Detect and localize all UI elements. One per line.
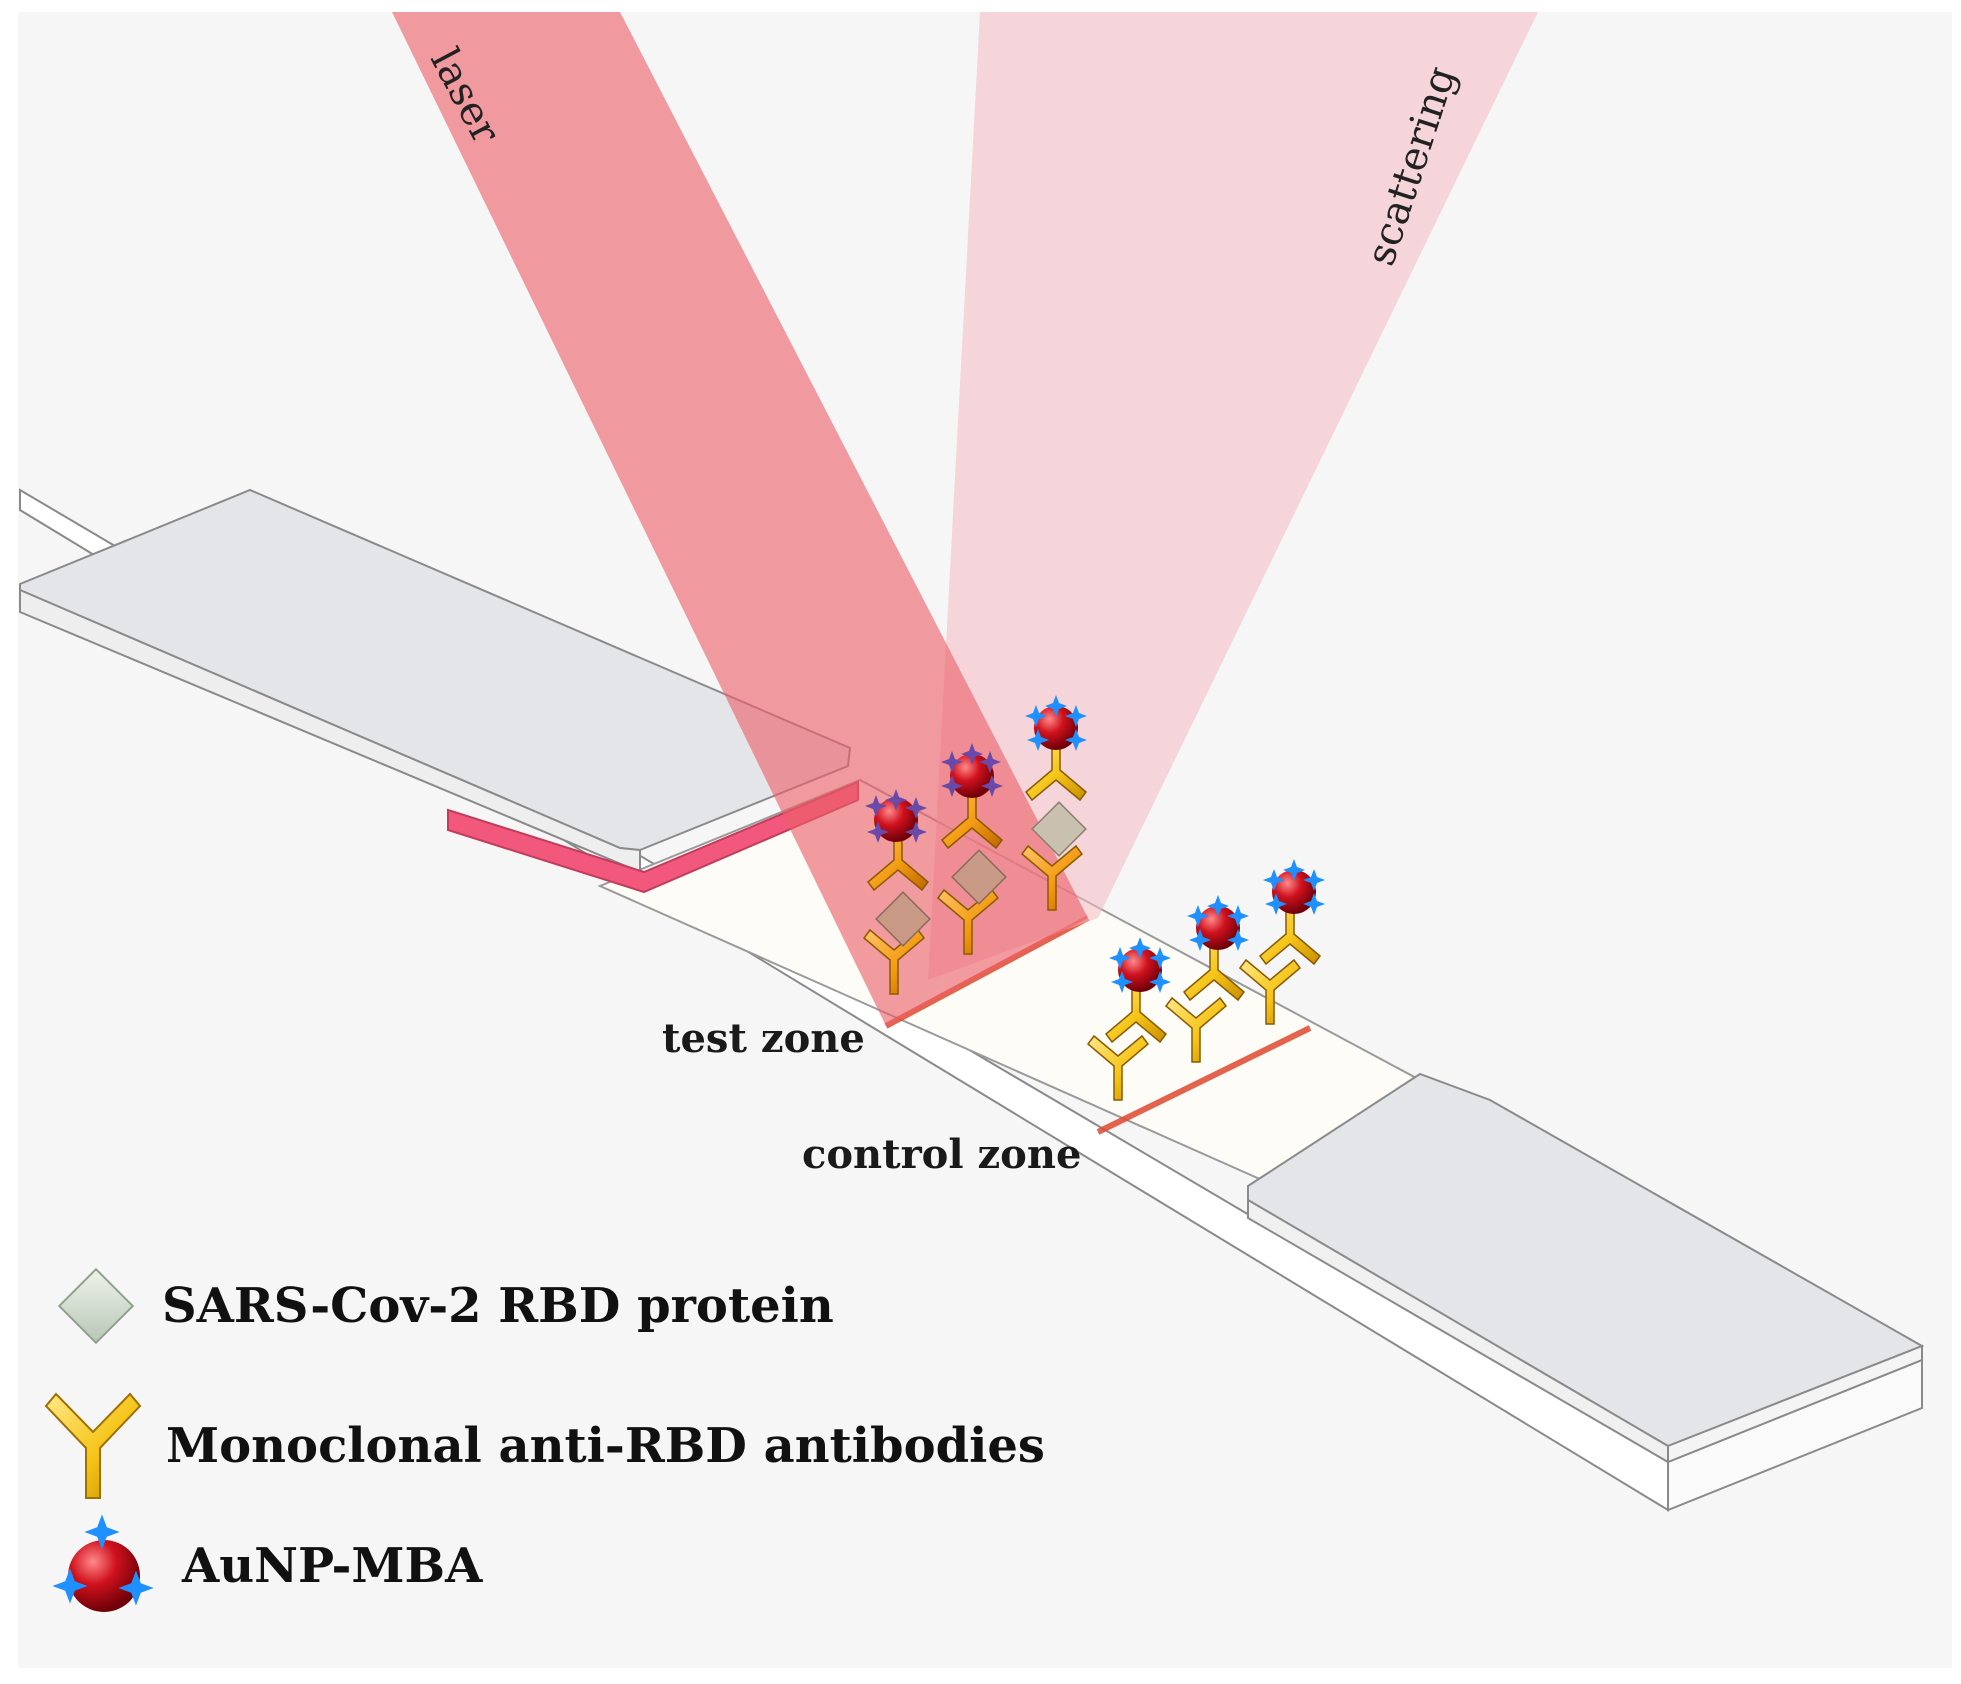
laser-beam	[392, 12, 1088, 1026]
legend-item-antibody: Monoclonal anti-RBD antibodies	[44, 1392, 1045, 1499]
legend-label-nanoparticle: AuNP-MBA	[181, 1538, 483, 1594]
test-complex-2	[937, 743, 1007, 955]
gold-nanoparticle-icon	[52, 1514, 154, 1612]
legend-item-protein: SARS-Cov-2 RBD protein	[57, 1267, 834, 1345]
sample-pad-side	[19, 588, 641, 874]
diamond-icon	[57, 1267, 135, 1345]
absorbent-pad-end	[1667, 1344, 1923, 1464]
test-zone-label: test zone	[662, 1015, 865, 1062]
control-line	[1096, 1025, 1312, 1135]
test-zone-complexes	[863, 695, 1087, 995]
test-complex-1	[863, 789, 931, 995]
antibody-y-icon	[44, 1392, 142, 1499]
legend-label-antibody: Monoclonal anti-RBD antibodies	[166, 1418, 1045, 1474]
legend-item-nanoparticle: AuNP-MBA	[52, 1514, 483, 1612]
test-complex-3	[1021, 695, 1087, 911]
legend-label-protein: SARS-Cov-2 RBD protein	[162, 1278, 834, 1334]
legend: SARS-Cov-2 RBD protein Monoclonal anti-R…	[44, 1267, 1045, 1612]
control-zone-label: control zone	[802, 1131, 1081, 1178]
